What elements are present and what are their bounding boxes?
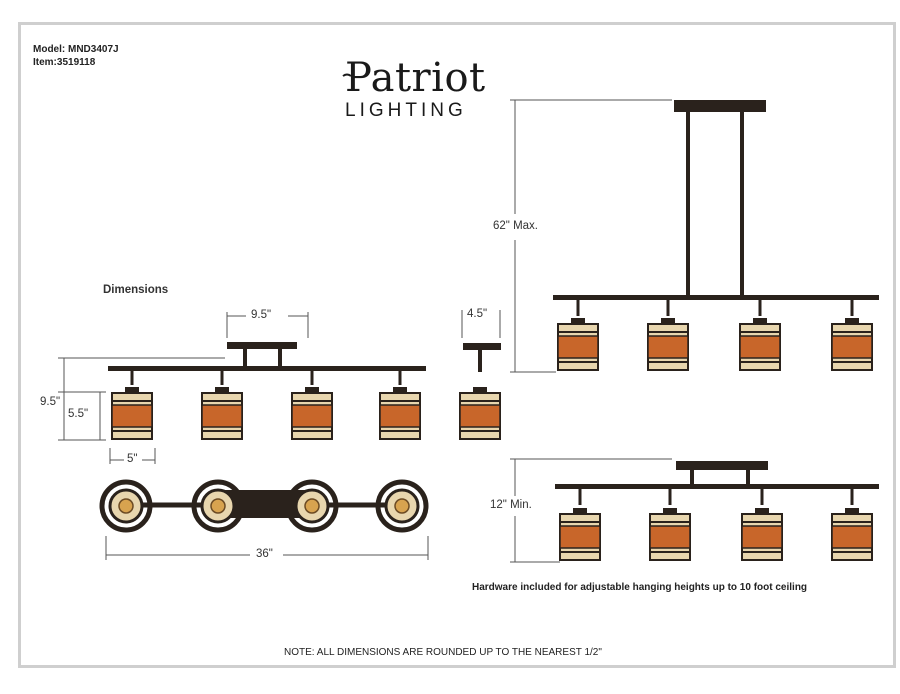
shade-width-label: 5": [127, 453, 138, 465]
max-height-dimension-line: [510, 99, 672, 373]
dimensions-heading: Dimensions: [103, 284, 169, 296]
min-height-dimension-line: [510, 458, 672, 563]
total-length-label: 36": [256, 548, 273, 560]
side-depth-label: 4.5": [467, 308, 488, 320]
max-height-label: 62" Max.: [493, 220, 538, 232]
front-view-fixture: [108, 342, 426, 440]
top-view-fixture: [102, 482, 426, 530]
min-height-fixture: [555, 461, 879, 561]
min-height-label: 12" Min.: [490, 499, 532, 511]
item-label: Item:3519118: [33, 57, 96, 68]
overall-height-label: 9.5": [40, 396, 61, 408]
model-label: Model: MND3407J: [33, 44, 119, 55]
logo-swoosh: [342, 73, 352, 77]
brand-logo-name: Patriot: [345, 55, 486, 101]
brand-logo-sub: LIGHTING: [345, 100, 467, 121]
max-height-fixture: [553, 100, 879, 371]
shade-height-label: 5.5": [68, 408, 89, 420]
side-view-fixture: [459, 343, 501, 440]
hardware-note: Hardware included for adjustable hanging…: [472, 582, 808, 593]
canopy-width-label: 9.5": [251, 309, 272, 321]
rounding-note: NOTE: ALL DIMENSIONS ARE ROUNDED UP TO T…: [284, 647, 602, 658]
dimension-lines-left: [58, 310, 501, 560]
drawing-frame: [18, 22, 896, 668]
